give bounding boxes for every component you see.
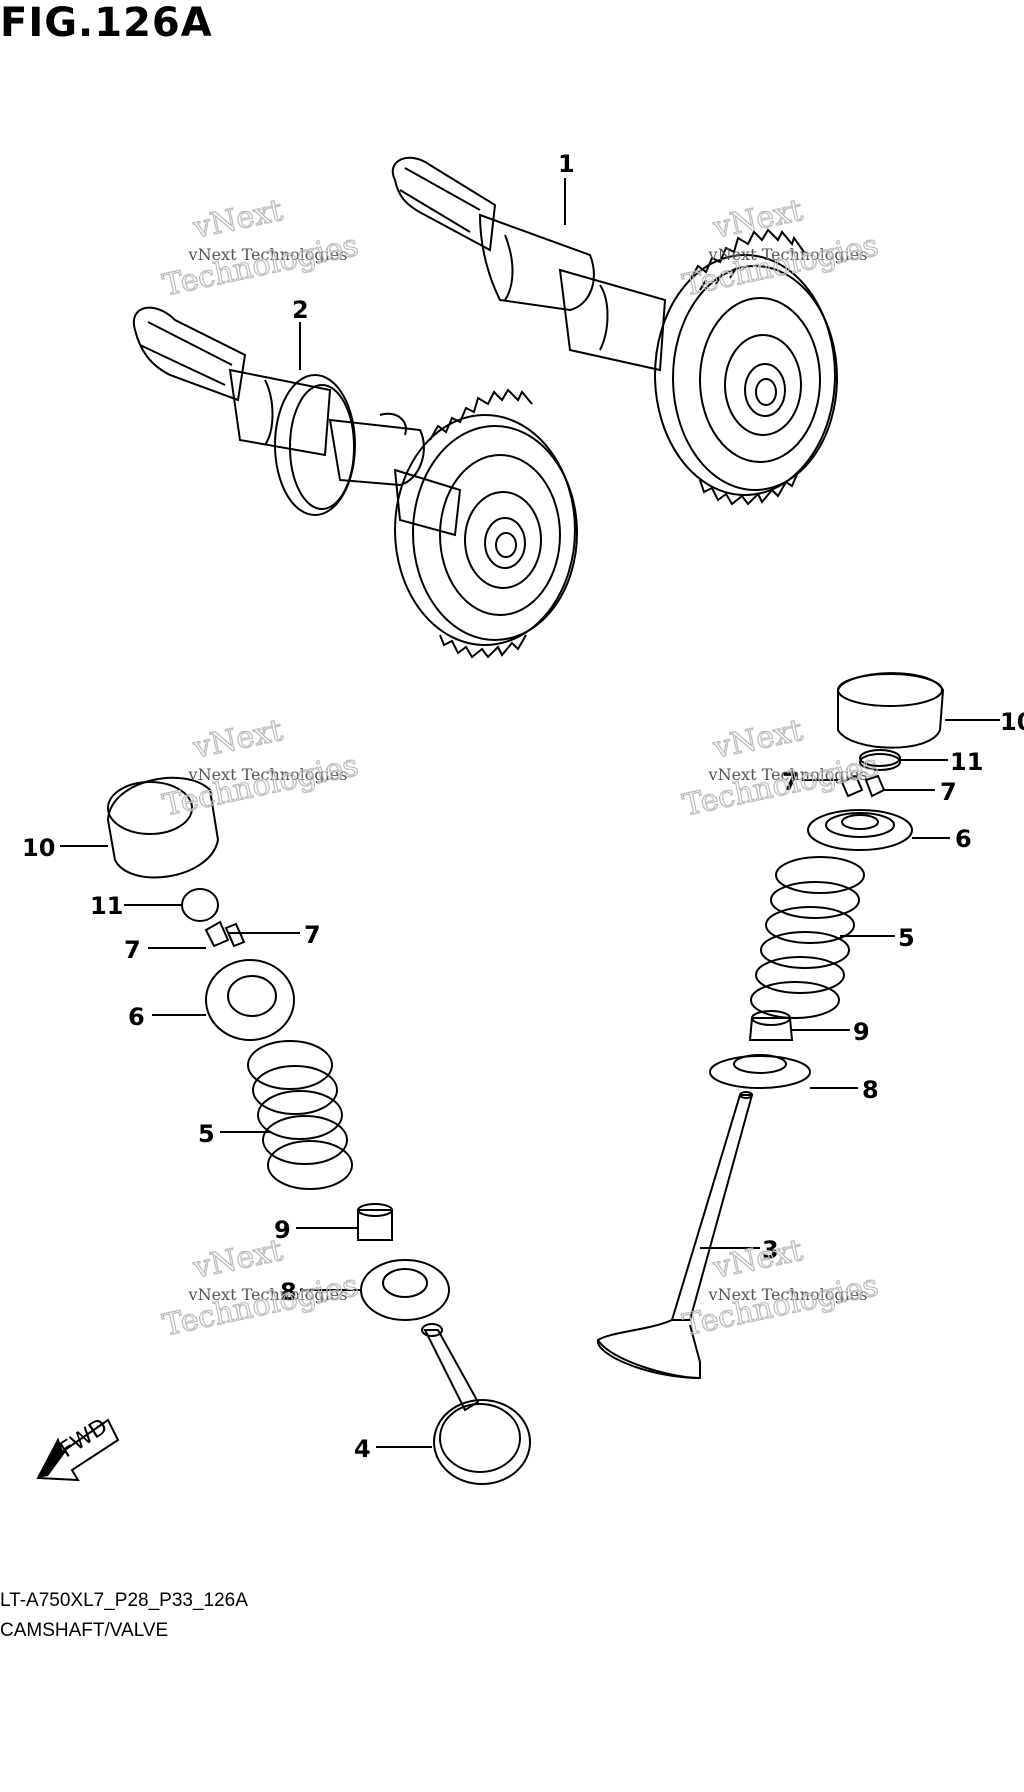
arrow-icon (36, 1418, 120, 1482)
callout-5: 5 (198, 1120, 215, 1148)
watermark-mid-left: vNext vNext Technologies Technologies (159, 712, 362, 824)
model-code: LT-A750XL7_P28_P33_126A (0, 1590, 248, 1611)
figure-title: FIG.126A (0, 0, 213, 46)
callout-6: 6 (128, 1003, 145, 1031)
callout-7: 7 (940, 778, 957, 806)
callout-7: 7 (782, 768, 799, 796)
callout-8: 8 (862, 1076, 879, 1104)
valve-assembly-right (596, 672, 945, 1380)
callout-7: 7 (304, 921, 321, 949)
callout-3: 3 (762, 1236, 779, 1264)
valve-assembly-left (106, 776, 531, 1485)
watermark-brand: Technologies (680, 228, 881, 304)
watermark-brand: vNext (190, 193, 286, 246)
camshaft-1 (391, 156, 838, 506)
watermark-brand: Technologies (160, 1268, 361, 1344)
watermark-brand: Technologies (160, 228, 361, 304)
leader-lines (60, 178, 1000, 1448)
callout-10: 10 (22, 834, 55, 862)
callout-11: 11 (950, 748, 983, 776)
watermark-text: vNext Technologies (188, 765, 348, 784)
watermark-top-right: vNext vNext Technologies Technologies (679, 192, 882, 304)
callout-2: 2 (292, 296, 309, 324)
watermark-text: vNext Technologies (708, 245, 868, 264)
callout-8: 8 (280, 1278, 297, 1306)
watermark-mid-right: vNext vNext Technologies Technologies (679, 712, 882, 824)
callout-11: 11 (90, 892, 123, 920)
callout-9: 9 (853, 1018, 870, 1046)
watermark-brand: vNext (710, 713, 806, 766)
callout-6: 6 (955, 825, 972, 853)
watermark-brand: Technologies (680, 748, 881, 824)
watermark-text: vNext Technologies (188, 1285, 348, 1304)
watermark-brand: Technologies (680, 1268, 881, 1344)
watermark-text: vNext Technologies (708, 765, 868, 784)
figure-caption: CAMSHAFT/VALVE (0, 1620, 169, 1641)
watermark-top-left: vNext vNext Technologies Technologies (159, 192, 362, 304)
callout-numbers: 1 2 10 11 7 7 6 5 9 8 3 10 11 7 7 6 5 9 … (22, 150, 1024, 1463)
callout-7: 7 (124, 936, 141, 964)
callout-4: 4 (354, 1435, 371, 1463)
watermark-brand: vNext (190, 713, 286, 766)
callout-9: 9 (274, 1216, 291, 1244)
watermark-text: vNext Technologies (708, 1285, 868, 1304)
watermark-brand: vNext (710, 193, 806, 246)
watermark-brand: vNext (710, 1233, 806, 1286)
callout-5: 5 (898, 924, 915, 952)
forward-direction-marker: FWD (36, 1414, 120, 1482)
callout-10: 10 (1000, 708, 1024, 736)
callout-1: 1 (558, 150, 575, 178)
watermark-brand: vNext (190, 1233, 286, 1286)
watermark-text: vNext Technologies (188, 245, 348, 264)
watermark-bottom-left: vNext vNext Technologies Technologies (159, 1232, 362, 1344)
camshaft-2 (132, 306, 578, 659)
watermark-brand: Technologies (160, 748, 361, 824)
